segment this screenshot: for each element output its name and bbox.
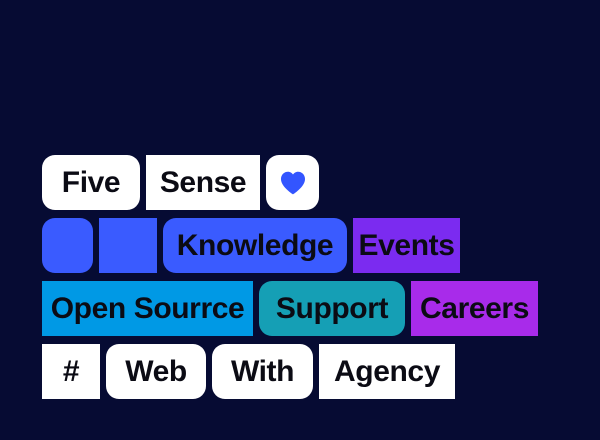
tag-swatch[interactable] [99, 218, 157, 273]
tag-web[interactable]: Web [106, 344, 206, 399]
tag-label: Five [61, 165, 121, 199]
row-3: Open Sourrce Support Careers [42, 281, 538, 336]
tag-label: Open Sourrce [50, 291, 245, 325]
tag-label: Web [125, 354, 187, 388]
tag-label: Sense [159, 165, 247, 199]
heart-icon[interactable] [266, 155, 319, 210]
tag-knowledge[interactable]: Knowledge [163, 218, 347, 273]
tag-label: Support [275, 291, 389, 325]
tag-label: With [230, 354, 295, 388]
tag-events[interactable]: Events [353, 218, 460, 273]
tag-support[interactable]: Support [259, 281, 405, 336]
tag-label: Knowledge [176, 228, 334, 262]
row-1: Five Sense [42, 155, 538, 210]
tag-swatch[interactable] [42, 218, 93, 273]
tag-label: # [62, 354, 80, 388]
row-4: # Web With Agency [42, 344, 538, 399]
tag-open-sourrce[interactable]: Open Sourrce [42, 281, 253, 336]
tag-five[interactable]: Five [42, 155, 140, 210]
heart-icon-glyph [280, 171, 305, 194]
tag-sense[interactable]: Sense [146, 155, 260, 210]
tag-label: Careers [420, 291, 529, 325]
tag-tag[interactable]: # [42, 344, 100, 399]
tag-careers[interactable]: Careers [411, 281, 538, 336]
tag-label: Agency [334, 354, 440, 388]
row-2: Knowledge Events [42, 218, 538, 273]
tag-label: Events [358, 228, 455, 262]
tag-with[interactable]: With [212, 344, 313, 399]
tag-agency[interactable]: Agency [319, 344, 455, 399]
